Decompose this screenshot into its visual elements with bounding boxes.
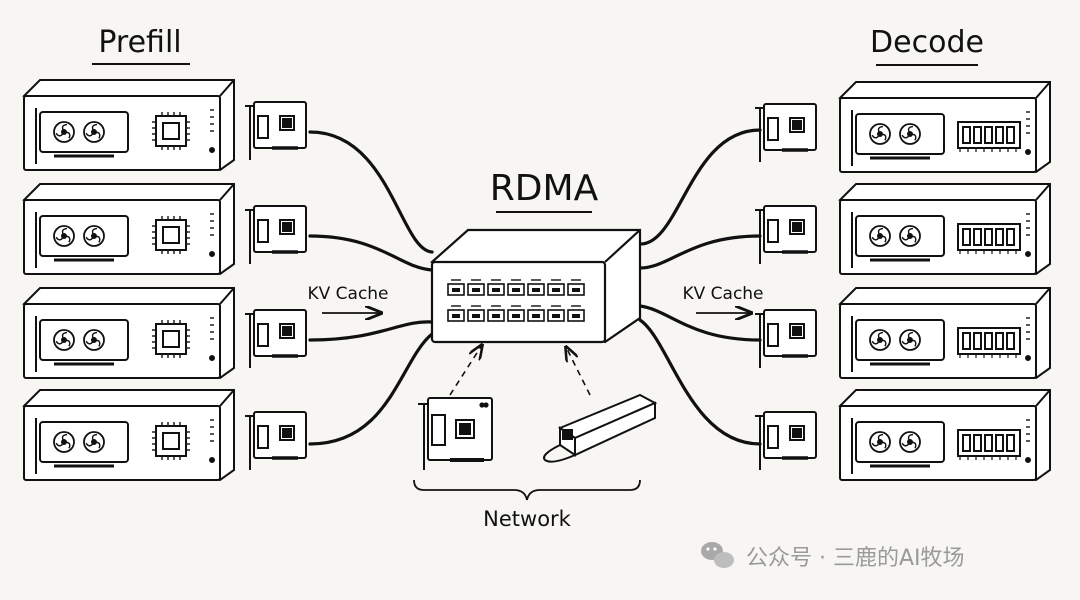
gpu-card bbox=[851, 316, 945, 372]
svg-text:公众号 · 三鹿的AI牧场: 公众号 · 三鹿的AI牧场 bbox=[746, 546, 965, 571]
svg-text:Decode: Decode bbox=[870, 25, 984, 60]
cpu-chip bbox=[152, 422, 190, 460]
gpu-card bbox=[35, 316, 129, 372]
memory-module bbox=[957, 429, 1021, 460]
network-cable bbox=[308, 332, 434, 446]
server-chassis bbox=[838, 389, 1051, 482]
server-chassis bbox=[22, 389, 235, 482]
wechat-icon bbox=[701, 542, 734, 568]
network-cable bbox=[638, 318, 762, 446]
network-transceiver-module bbox=[543, 393, 658, 463]
memory-module bbox=[957, 121, 1021, 152]
watermark: 公众号 · 三鹿的AI牧场 bbox=[701, 542, 965, 571]
network-interface-card bbox=[755, 411, 817, 470]
switch-port bbox=[507, 305, 525, 322]
cpu-chip bbox=[152, 112, 190, 150]
decode-servers bbox=[755, 81, 1051, 482]
network-cable bbox=[638, 234, 762, 270]
svg-text:KV Cache: KV Cache bbox=[682, 284, 763, 304]
gpu-card bbox=[35, 212, 129, 268]
network-nic-card bbox=[418, 397, 493, 470]
network-cable bbox=[638, 128, 762, 246]
switch-port bbox=[527, 279, 545, 296]
prefill-title: Prefill bbox=[92, 25, 190, 65]
server-chassis bbox=[22, 287, 235, 380]
switch-port bbox=[487, 279, 505, 296]
network-cable bbox=[308, 234, 434, 272]
switch-ports bbox=[447, 279, 585, 322]
switch-port bbox=[547, 279, 565, 296]
prefill-servers bbox=[22, 79, 307, 482]
server-chassis bbox=[838, 183, 1051, 276]
switch-port bbox=[567, 305, 585, 322]
cpu-chip bbox=[152, 320, 190, 358]
switch-port bbox=[487, 305, 505, 322]
server-chassis bbox=[838, 287, 1051, 380]
gpu-card bbox=[35, 418, 129, 474]
network-cable bbox=[638, 304, 762, 342]
server-chassis bbox=[22, 79, 235, 172]
cpu-chip bbox=[152, 216, 190, 254]
network-interface-card bbox=[755, 103, 817, 162]
network-interface-card bbox=[245, 411, 307, 470]
network-interface-card bbox=[245, 309, 307, 368]
gpu-card bbox=[851, 212, 945, 268]
network-interface-card bbox=[755, 205, 817, 264]
switch-port bbox=[467, 279, 485, 296]
network-cables bbox=[308, 128, 762, 446]
rdma-switch bbox=[430, 228, 642, 344]
switch-port bbox=[527, 305, 545, 322]
network-interface-card bbox=[755, 309, 817, 368]
switch-port bbox=[567, 279, 585, 296]
memory-module bbox=[957, 223, 1021, 254]
server-chassis bbox=[838, 81, 1051, 174]
network-interface-card bbox=[245, 101, 307, 160]
svg-text:RDMA: RDMA bbox=[490, 168, 599, 209]
kv-cache-flow-left: KV Cache bbox=[307, 284, 389, 313]
switch-port bbox=[447, 305, 465, 322]
server-chassis bbox=[22, 183, 235, 276]
memory-module bbox=[957, 327, 1021, 358]
switch-port bbox=[507, 279, 525, 296]
decode-title: Decode bbox=[870, 25, 984, 66]
svg-text:Network: Network bbox=[483, 507, 572, 531]
switch-port bbox=[467, 305, 485, 322]
network-interface-card bbox=[245, 205, 307, 264]
gpu-card bbox=[851, 418, 945, 474]
switch-port bbox=[447, 279, 465, 296]
svg-text:KV Cache: KV Cache bbox=[307, 284, 388, 304]
rdma-label: RDMA bbox=[490, 168, 599, 213]
network-cable bbox=[308, 320, 434, 342]
svg-text:Prefill: Prefill bbox=[98, 25, 181, 60]
gpu-card bbox=[851, 110, 945, 166]
gpu-card bbox=[35, 108, 129, 164]
network-dashed-links bbox=[449, 345, 591, 396]
network-cable bbox=[308, 130, 434, 254]
switch-port bbox=[547, 305, 565, 322]
kv-cache-flow-right: KV Cache bbox=[682, 284, 764, 313]
network-brace: Network bbox=[413, 479, 641, 531]
